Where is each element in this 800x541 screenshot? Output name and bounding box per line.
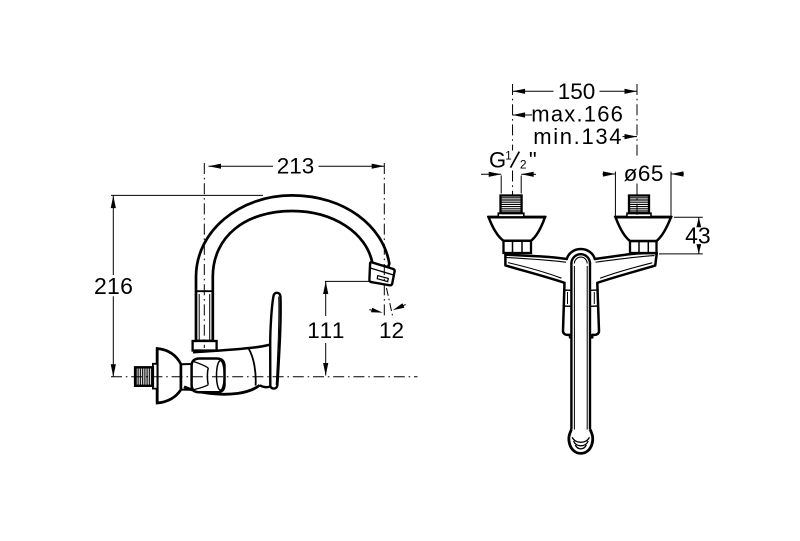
svg-text:216: 216 <box>94 273 133 299</box>
svg-text:min.134: min.134 <box>533 124 623 149</box>
svg-text:ø65: ø65 <box>624 161 664 186</box>
svg-text:1: 1 <box>505 150 511 162</box>
svg-text:111: 111 <box>307 318 346 343</box>
svg-text:": " <box>529 147 537 172</box>
svg-text:150: 150 <box>558 79 596 104</box>
svg-text:213: 213 <box>277 154 315 179</box>
svg-text:12: 12 <box>379 318 404 343</box>
svg-text:43: 43 <box>685 223 711 249</box>
svg-text:2: 2 <box>520 158 527 172</box>
svg-text:G: G <box>489 147 506 172</box>
svg-text:max.166: max.166 <box>531 101 624 126</box>
